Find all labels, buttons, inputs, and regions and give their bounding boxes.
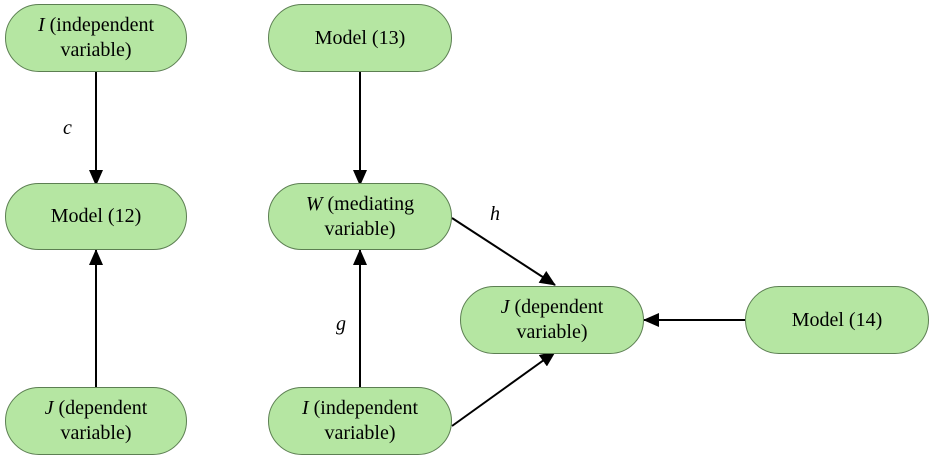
var-w: W: [305, 192, 323, 215]
node-j-dependent-left: J (dependent variable): [5, 387, 187, 455]
var-i: I: [37, 14, 45, 36]
var-j: J: [44, 397, 54, 419]
node-label-line1: (dependent: [53, 397, 148, 419]
arrow-w-to-j: [451, 217, 556, 286]
node-label-line2: variable): [324, 217, 396, 240]
var-i: I: [301, 397, 309, 419]
edge-label-g: g: [336, 313, 346, 335]
node-label-line2: variable): [60, 422, 132, 444]
node-i-independent-mid: I (independent variable): [268, 387, 452, 455]
node-label: Model (12): [50, 205, 142, 227]
var-j: J: [500, 296, 510, 318]
node-label-line1: (independent: [308, 397, 419, 419]
node-label-line2: variable): [324, 422, 396, 444]
edge-label-c: c: [63, 117, 72, 139]
node-i-independent-left: I (independent variable): [5, 4, 187, 72]
node-w-mediating: W (mediating variable): [268, 183, 452, 250]
node-label-line2: variable): [60, 39, 132, 61]
node-label-line2: variable): [516, 321, 588, 343]
node-label-line1: (dependent: [509, 296, 604, 318]
node-label-line1: (independent: [44, 14, 155, 36]
node-model-14: Model (14): [745, 286, 929, 354]
edge-label-h: h: [490, 203, 500, 225]
node-model-13: Model (13): [268, 4, 452, 72]
node-label-line1: (mediating: [322, 192, 415, 215]
node-j-dependent-right: J (dependent variable): [460, 286, 644, 354]
arrow-i-to-j: [451, 351, 556, 427]
node-label: Model (13): [314, 26, 406, 49]
node-model-12: Model (12): [5, 183, 187, 250]
node-label: Model (14): [791, 308, 883, 331]
